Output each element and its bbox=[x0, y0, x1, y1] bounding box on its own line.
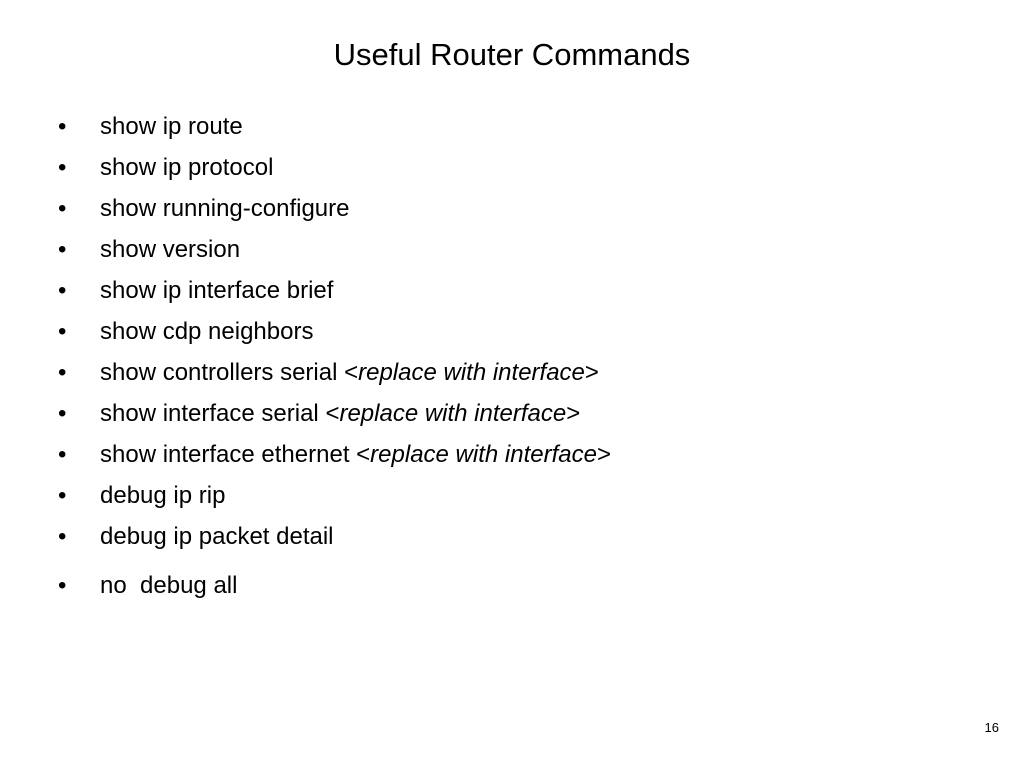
arg-placeholder: replace with interface bbox=[358, 359, 585, 386]
bullet-icon: • bbox=[58, 154, 67, 181]
command-text: show controllers serial <replace with in… bbox=[100, 352, 599, 393]
arg-placeholder: replace with interface bbox=[370, 441, 597, 468]
command-text: show interface ethernet <replace with in… bbox=[100, 434, 611, 475]
command-text: show ip protocol bbox=[100, 154, 274, 181]
command-text: no debug all bbox=[100, 572, 238, 599]
command-text: show ip interface brief bbox=[100, 277, 334, 304]
bullet-icon: • bbox=[58, 113, 67, 140]
bullet-icon: • bbox=[58, 195, 67, 222]
command-text: show cdp neighbors bbox=[100, 318, 314, 345]
bullet-icon: • bbox=[58, 572, 67, 599]
command-text: show version bbox=[100, 236, 241, 263]
command-base: show interface serial bbox=[100, 400, 326, 427]
arg-open: < bbox=[356, 441, 371, 468]
command-text: debug ip packet detail bbox=[100, 523, 334, 550]
bullet-icon: • bbox=[58, 236, 67, 263]
bullet-icon: • bbox=[58, 400, 67, 427]
bullet-icon: • bbox=[58, 441, 67, 468]
arg-close: > bbox=[584, 359, 599, 386]
command-text: show running-configure bbox=[100, 195, 350, 222]
slide-title: Useful Router Commands bbox=[333, 37, 691, 72]
page-number: 16 bbox=[984, 720, 999, 735]
bullet-icon: • bbox=[58, 359, 67, 386]
command-text: show interface serial <replace with inte… bbox=[100, 393, 580, 434]
bullet-icon: • bbox=[58, 277, 67, 304]
arg-open: < bbox=[344, 359, 359, 386]
arg-open: < bbox=[325, 400, 340, 427]
bullet-icon: • bbox=[58, 523, 67, 550]
arg-close: > bbox=[596, 441, 611, 468]
bullet-icon: • bbox=[58, 318, 67, 345]
command-base: show controllers serial bbox=[100, 359, 345, 386]
arg-close: > bbox=[566, 400, 581, 427]
command-base: show interface ethernet bbox=[100, 441, 357, 468]
bullet-icon: • bbox=[58, 482, 67, 509]
command-text: debug ip rip bbox=[100, 482, 226, 509]
command-text: show ip route bbox=[100, 113, 243, 140]
arg-placeholder: replace with interface bbox=[339, 400, 567, 427]
